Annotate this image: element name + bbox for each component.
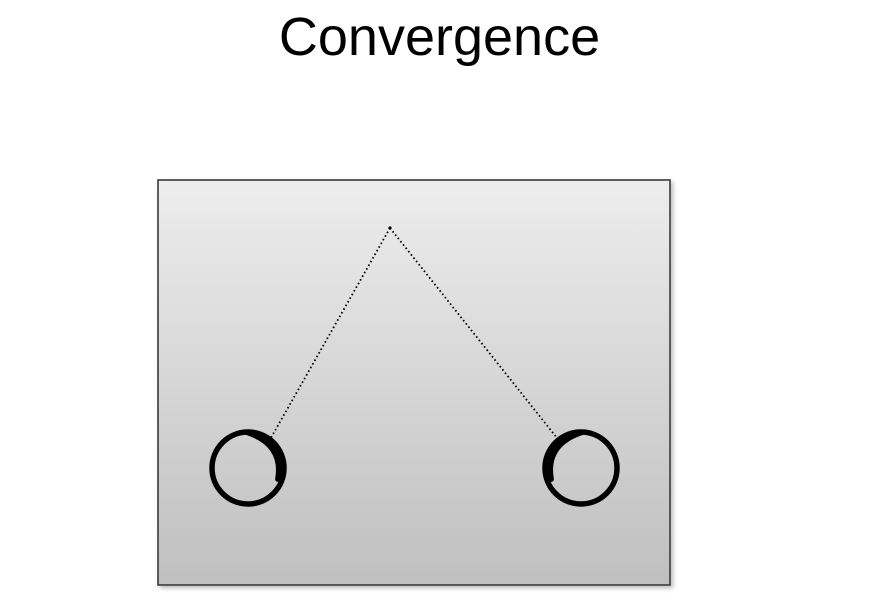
left-sight-line xyxy=(267,227,391,444)
page-title: Convergence xyxy=(278,7,601,67)
diagram-panel-background xyxy=(157,179,671,586)
left-eye-cornea xyxy=(243,432,282,482)
right-eye-cornea xyxy=(547,432,586,482)
right-eye xyxy=(542,429,620,507)
left-eye xyxy=(209,429,287,507)
